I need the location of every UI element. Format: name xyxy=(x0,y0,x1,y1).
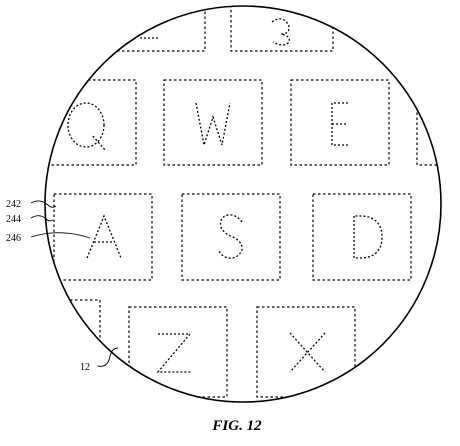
key-3 xyxy=(230,6,334,52)
ref-label-246: 246 xyxy=(6,233,21,244)
ref-label-244: 244 xyxy=(6,214,21,225)
key-2 xyxy=(102,6,206,52)
key-z xyxy=(128,306,228,398)
key-x xyxy=(256,306,356,398)
leader-12 xyxy=(97,347,119,367)
key-partial-right xyxy=(416,79,441,166)
ref-label-242: 242 xyxy=(6,199,21,210)
key-partial-left xyxy=(45,299,101,340)
leader-242 xyxy=(30,200,57,208)
ref-label-12: 12 xyxy=(80,362,90,373)
key-d xyxy=(312,193,412,281)
leader-244 xyxy=(30,215,54,222)
magnified-keyboard xyxy=(45,6,441,398)
figure-caption: FIG. 12 xyxy=(211,418,262,434)
key-e xyxy=(290,79,390,166)
magnifier-circle xyxy=(44,5,442,403)
key-a xyxy=(53,193,153,281)
key-q xyxy=(45,79,137,166)
key-w xyxy=(163,79,263,166)
leader-246 xyxy=(30,232,91,239)
key-s xyxy=(181,193,281,281)
